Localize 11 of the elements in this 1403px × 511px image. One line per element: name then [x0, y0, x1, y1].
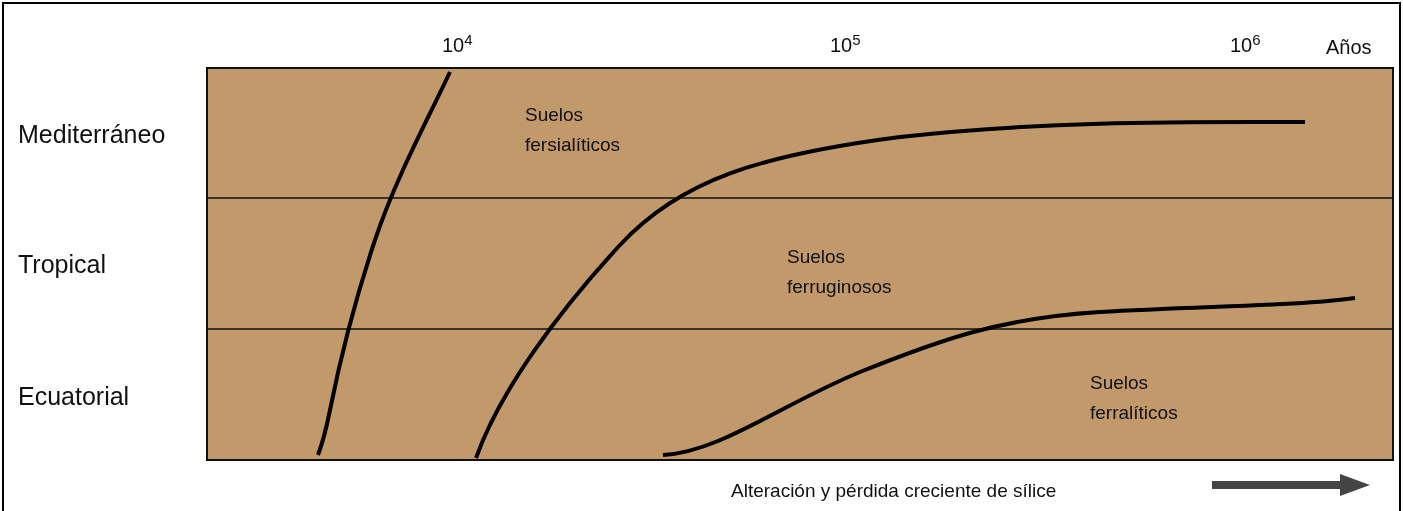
row-label: Ecuatorial: [18, 381, 130, 412]
axis-tick-label: 10$^{4}$: [442, 30, 473, 58]
axis-tick-label: 10$^{5}$: [830, 30, 861, 58]
zone-label: Suelos fersialíticos: [525, 103, 622, 157]
axis-unit-label: Años: [1326, 35, 1372, 60]
zone-label: Suelos ferralíticos: [1090, 371, 1179, 425]
zone-label: Suelos ferruginosos: [787, 245, 893, 299]
axis-caption: Alteración y pérdida creciente de sílice: [731, 479, 1057, 503]
row-label: Tropical: [18, 249, 106, 280]
axis-tick-label: 10$^{6}$: [1230, 30, 1261, 58]
row-label: Mediterráneo: [18, 119, 166, 150]
